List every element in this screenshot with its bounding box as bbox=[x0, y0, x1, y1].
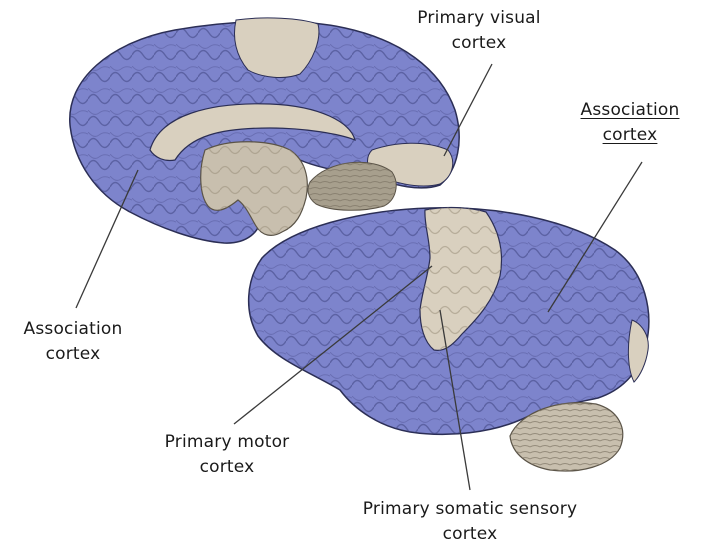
label-primary-visual-cortex: Primary visual cortex bbox=[404, 6, 554, 56]
label-line: Primary somatic sensory bbox=[330, 497, 610, 522]
label-line: cortex bbox=[330, 522, 610, 547]
label-line: cortex bbox=[570, 123, 690, 148]
label-association-cortex-left: Association cortex bbox=[8, 317, 138, 367]
label-line: cortex bbox=[142, 455, 312, 480]
label-line: Primary visual bbox=[404, 6, 554, 31]
label-primary-motor-cortex: Primary motor cortex bbox=[142, 430, 312, 480]
label-line: Primary motor bbox=[142, 430, 312, 455]
label-line: cortex bbox=[8, 342, 138, 367]
label-association-cortex-right: Association cortex bbox=[570, 98, 690, 148]
label-line: Association bbox=[8, 317, 138, 342]
label-primary-somatic-sensory-cortex: Primary somatic sensory cortex bbox=[330, 497, 610, 547]
label-line: cortex bbox=[404, 31, 554, 56]
label-line: Association bbox=[570, 98, 690, 123]
